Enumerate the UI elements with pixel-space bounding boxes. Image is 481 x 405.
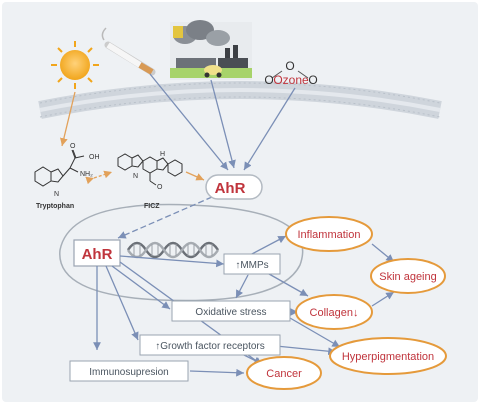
ozone-molecule-icon: O O O Ozone [264,59,317,87]
skin-ageing-label: Skin ageing [379,271,437,283]
ficz-h-label: H [160,151,165,158]
oxidative-stress-box: Oxidative stress [171,300,291,322]
ozone-o-top-label: O [285,59,294,73]
immunosuppression-label: Immunosupresion [89,367,168,378]
ahr-cytoplasm-receptor: AhR [205,174,263,200]
sun-to-tryptophan-arrow [60,91,76,147]
tryptophan-label: Tryptophan [36,203,74,210]
pollution-to-ahr-arrow [210,79,236,169]
inflammation-label: Inflammation [298,229,361,241]
cell-membrane [38,81,442,119]
ozone-to-ahr-arrow [243,87,296,171]
dna-helix-icon [126,241,220,259]
growth-factor-label: ↑Growth factor receptors [155,341,264,352]
nucleus-outline [59,203,304,302]
tryptophan-n-label: N [54,191,59,198]
ahr-cytoplasm-label: AhR [215,180,246,197]
oxidative-stress-label: Oxidative stress [195,307,266,318]
ahr-translocation-arrow [117,196,213,239]
tryptophan-nh2-label: NH₂ [80,171,93,178]
ficz-to-ahr-arrow [185,171,205,181]
ficz-structure-icon [117,153,183,186]
mmps-box: ↑MMPs [223,253,281,275]
ozone-o-left-label: O [264,73,273,87]
pollution-icon [170,20,252,80]
ficz-label: FICZ [144,203,160,210]
mmps-label: ↑MMPs [235,260,268,271]
ficz-n-label: N [133,173,138,180]
cancer-label: Cancer [266,368,302,380]
tryptophan-structure-icon [34,149,85,187]
source-arrows [60,73,296,239]
immunosuppression-box: Immunosupresion [69,360,189,382]
ahr-nucleus-label: AhR [82,246,113,263]
ozone-label: Ozone [273,73,309,87]
growth-factor-box: ↑Growth factor receptors [139,334,281,356]
cigarette-to-ahr-arrow [149,73,229,171]
skin-ageing-outcome: Skin ageing [370,258,446,294]
ficz-o-label: O [157,184,163,191]
hyperpigmentation-outcome: Hyperpigmentation [329,337,447,375]
sun-icon [51,41,99,89]
tryptophan-ficz-arrow [85,170,113,185]
inflammation-outcome: Inflammation [285,216,373,252]
tryptophan-oh-label: OH [89,154,100,161]
cigarette-icon [101,27,156,76]
ozone-o-right-label: O [308,73,317,87]
collagen-label: Collagen↓ [310,307,359,319]
hyperpigmentation-label: Hyperpigmentation [342,351,434,363]
cancer-outcome: Cancer [246,356,322,390]
tryptophan-o-label: O [70,143,76,150]
collagen-outcome: Collagen↓ [295,294,373,330]
ahr-nucleus-box: AhR [73,239,121,267]
